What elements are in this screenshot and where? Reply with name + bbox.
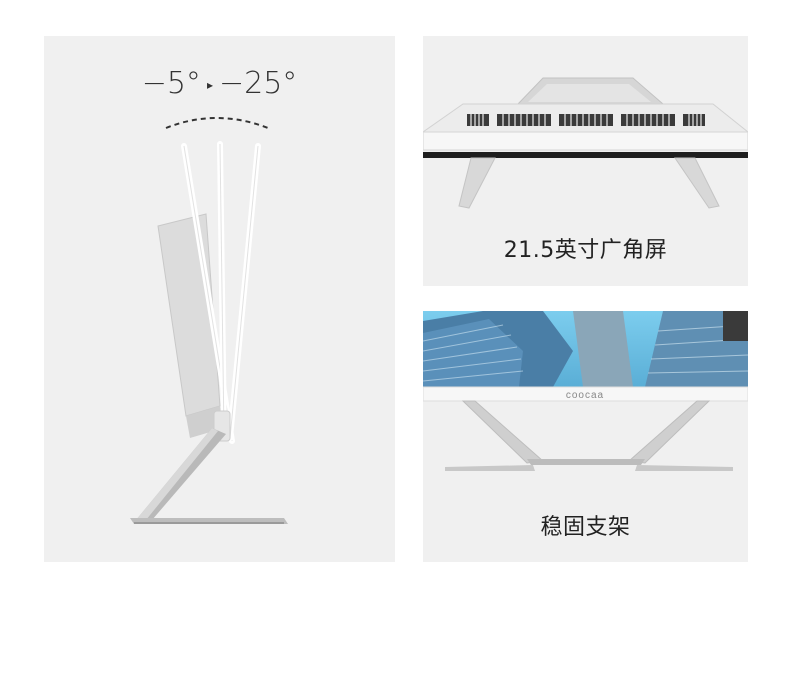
stand-base-shadow [134, 522, 284, 524]
stand-arm-highlight [136, 428, 218, 520]
tilt-max-value: −25° [218, 66, 298, 101]
stand-leg-left [458, 157, 496, 209]
panel-position-front-edge [229, 145, 259, 439]
tilt-arc-icon [165, 117, 269, 129]
rear-bracket-inner [528, 84, 651, 102]
monitor-side-view-illustration [130, 117, 288, 524]
building-center [573, 311, 633, 387]
tilt-min-value: −5° [141, 66, 201, 101]
stand-foot-right [635, 465, 733, 471]
stable-stand-panel: coocaa 稳固支架 [423, 311, 748, 562]
stand-foot-left [445, 465, 535, 471]
monitor-bottom-bezel [423, 386, 748, 402]
stand-leg-right [674, 157, 720, 209]
stand-leg-right [627, 400, 711, 464]
screen-top-edge [423, 131, 748, 151]
monitor-front-view-illustration: coocaa [423, 311, 748, 471]
wide-screen-panel: 21.5英寸广角屏 [423, 36, 748, 286]
stand-leg-left [461, 400, 545, 464]
brand-logo: coocaa [566, 390, 604, 401]
tilt-range-label: −5° ▸ −25° [44, 66, 395, 101]
screen-glass-edge [423, 152, 748, 158]
panel-position-middle-edge [219, 143, 225, 437]
screen-size-caption: 21.5英寸广角屏 [503, 238, 668, 263]
monitor-top-view-illustration [423, 77, 748, 209]
stand-caption: 稳固支架 [540, 515, 631, 540]
stand-crossbar [527, 459, 645, 465]
building-corner [723, 311, 748, 341]
tilt-arrow-icon: ▸ [206, 77, 213, 92]
tilt-angle-panel: −5° ▸ −25° [44, 36, 395, 562]
